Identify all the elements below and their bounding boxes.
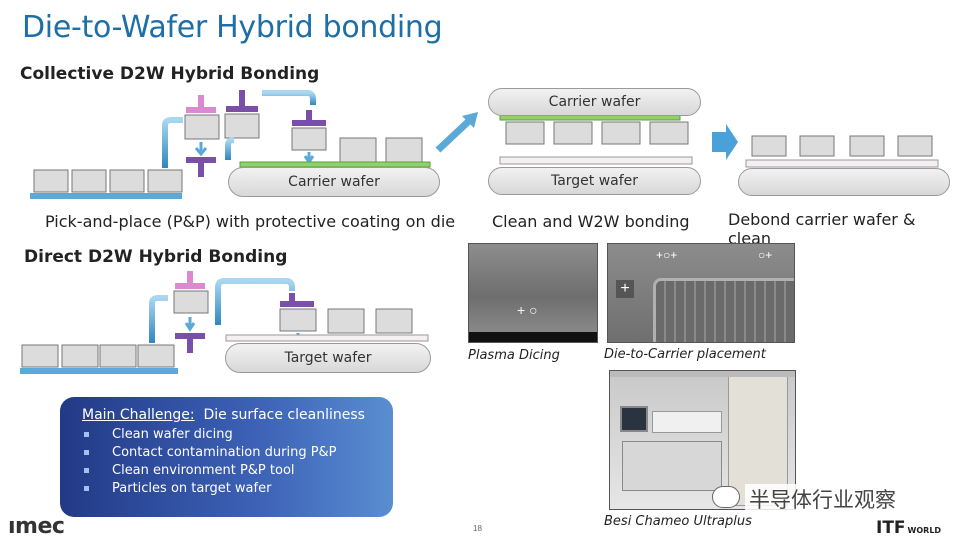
main-challenge-box: Main Challenge: Die surface cleanliness … xyxy=(60,397,393,517)
imec-logo: ımec xyxy=(8,514,65,539)
challenge-label: Main Challenge: xyxy=(82,407,195,423)
collective-heading: Collective D2W Hybrid Bonding xyxy=(20,64,320,84)
challenge-list: Clean wafer dicing Contact contamination… xyxy=(82,426,371,498)
placing-die xyxy=(291,127,327,151)
watermark-text: 半导体行业观察 xyxy=(745,484,900,514)
arrow-down-icon xyxy=(194,142,208,157)
chevron-right-icon xyxy=(712,124,738,160)
collective-diagram xyxy=(30,90,939,199)
tool-photo xyxy=(609,370,796,510)
itf-logo-world: WORLD xyxy=(907,526,942,535)
arrow-diagonal-icon xyxy=(435,117,473,153)
direct-heading: Direct D2W Hybrid Bonding xyxy=(24,247,288,267)
list-item: Clean wafer dicing xyxy=(82,426,371,444)
caption-w2w: Clean and W2W bonding xyxy=(492,212,690,231)
direct-diagram xyxy=(20,271,429,374)
carrier-wafer: Carrier wafer xyxy=(228,167,440,197)
page-number: 18 xyxy=(473,524,482,533)
pick-tool-light-icon xyxy=(186,95,216,113)
crosshair-icon: + ○ xyxy=(517,302,538,318)
arrow-up-icon-3 xyxy=(149,295,168,343)
list-item: Contact contamination during P&P xyxy=(82,444,371,462)
plasma-dicing-photo: + ○ xyxy=(468,243,598,343)
wechat-icon xyxy=(712,486,740,508)
itf-logo-text: ITF xyxy=(876,518,906,538)
flipped-die xyxy=(224,113,260,139)
monitor-icon xyxy=(620,406,648,432)
placed-die xyxy=(385,137,423,163)
debond-wafer xyxy=(738,168,950,196)
place-tool-icon xyxy=(292,110,326,126)
page-title: Die-to-Wafer Hybrid bonding xyxy=(22,10,443,45)
placement-caption: Die-to-Carrier placement xyxy=(604,347,766,362)
source-dies xyxy=(33,169,183,193)
target-wafer-direct: Target wafer xyxy=(225,343,431,373)
tool-caption: Besi Chameo Ultraplus xyxy=(604,514,752,529)
pick-tool-dark-icon-2 xyxy=(226,90,258,112)
challenge-title: Main Challenge: Die surface cleanliness xyxy=(82,407,371,423)
source-wafer-tape xyxy=(30,193,182,199)
list-item: Particles on target wafer xyxy=(82,480,371,498)
pick-tool-dark-icon xyxy=(186,157,216,177)
arrow-up-icon-2 xyxy=(225,137,235,160)
caption-pick-and-place: Pick-and-place (P&P) with protective coa… xyxy=(45,212,456,231)
plasma-dicing-caption: Plasma Dicing xyxy=(468,348,560,363)
placement-photo: + +○+ ○+ xyxy=(607,243,795,343)
list-item: Clean environment P&P tool xyxy=(82,462,371,480)
target-wafer-w2w: Target wafer xyxy=(488,167,701,195)
challenge-text: Die surface cleanliness xyxy=(203,407,365,423)
plus-icon: + xyxy=(616,280,634,298)
arrow-right-icon xyxy=(262,90,316,105)
carrier-wafer-top: Carrier wafer xyxy=(488,88,701,116)
picked-die xyxy=(184,114,220,140)
placed-die xyxy=(339,137,377,163)
arrow-up-icon xyxy=(162,117,183,168)
